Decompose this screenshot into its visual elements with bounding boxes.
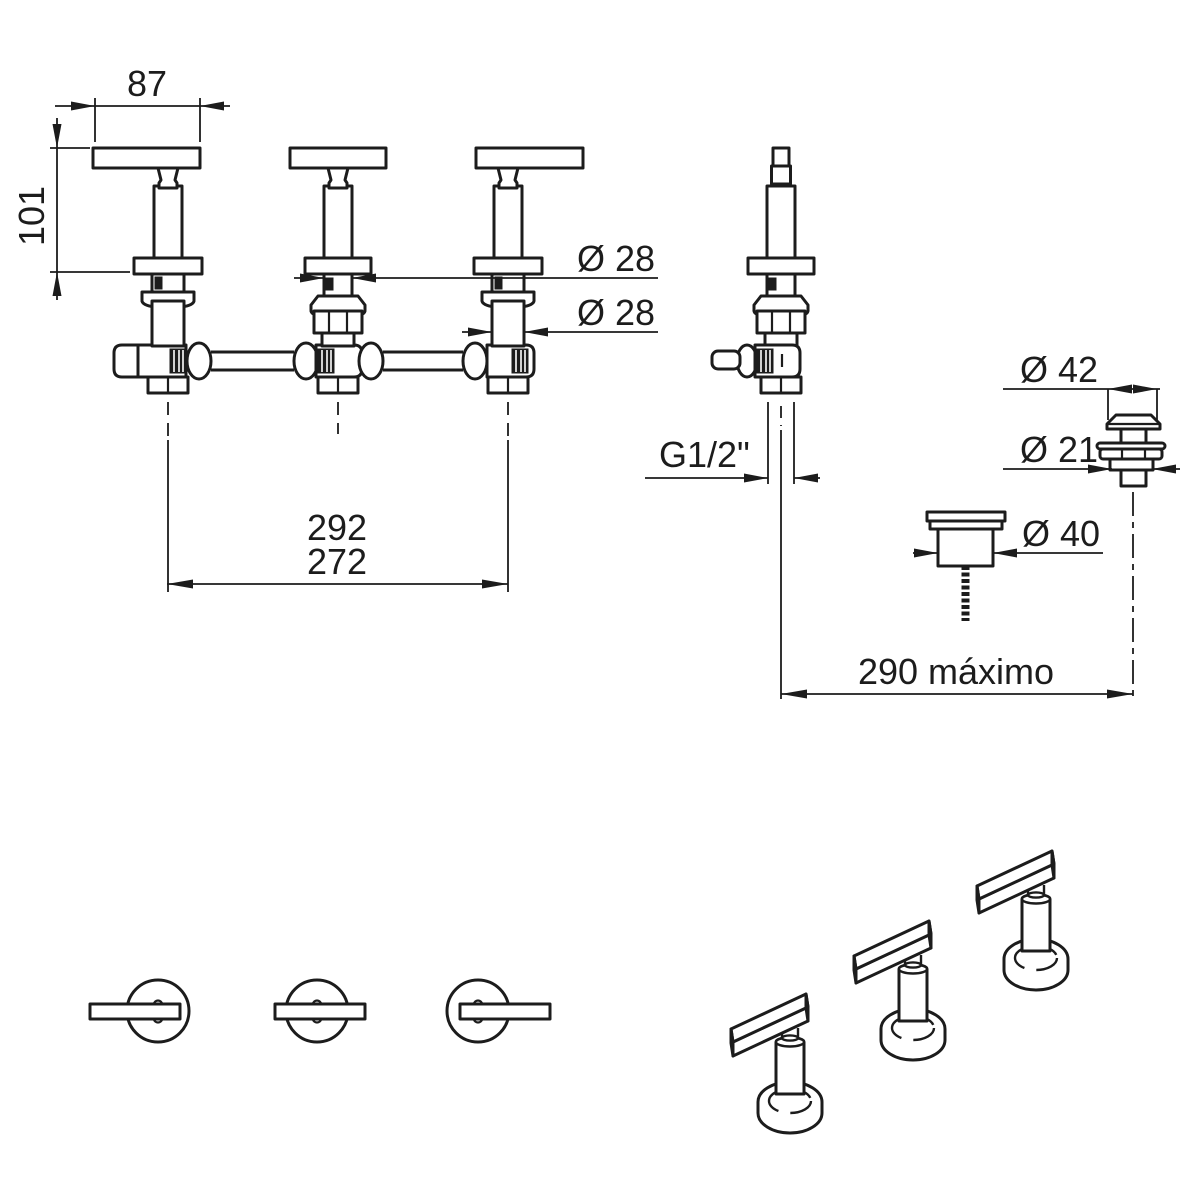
top-view-handle-centre [273, 978, 367, 1044]
valve1-upper [132, 166, 204, 348]
dim-d28-stem-label: Ø 28 [577, 238, 655, 279]
dim-290-label: 290 máximo [858, 651, 1054, 692]
dim-d21: Ø 21 [1003, 429, 1180, 474]
spindle-collar [770, 164, 792, 186]
front-view-assembly [91, 146, 585, 436]
valve3-body [461, 341, 536, 381]
dim-d28-housing-label: Ø 28 [577, 292, 655, 333]
coupling [357, 341, 385, 381]
valve2-lever-bar [288, 146, 388, 170]
dim-292-label: 292 [307, 507, 367, 548]
dim-g12: G1/2" [645, 402, 820, 484]
iso-handle-2 [852, 919, 947, 1062]
side-valve-body [710, 343, 802, 379]
dim-d42: Ø 42 [1003, 349, 1160, 420]
valve1-body [112, 341, 213, 381]
waste-fitting [1095, 413, 1167, 699]
dim-d42-label: Ø 42 [1020, 349, 1098, 390]
dim-g12-label: G1/2" [659, 434, 750, 475]
dim-87-label: 87 [127, 63, 167, 104]
isometric-handles [729, 849, 1070, 1135]
dim-272-label: 272 [307, 541, 367, 582]
valve3-nut [486, 375, 530, 395]
spindle-tip [771, 146, 791, 169]
valve3-upper [472, 166, 544, 348]
valve1-nut [146, 375, 190, 395]
dim-d40-label: Ø 40 [1022, 513, 1100, 554]
dim-d40: Ø 40 [913, 513, 1103, 558]
valve3-lever-bar [474, 146, 585, 170]
top-view-handle-left [88, 978, 191, 1044]
valve2-upper [303, 166, 373, 348]
connecting-pipes [211, 350, 463, 372]
side-view-valve [710, 146, 816, 699]
iso-handle-3 [975, 849, 1070, 992]
dim-87: 87 [55, 63, 230, 142]
coupling [292, 341, 320, 381]
dim-290: 290 máximo [781, 651, 1133, 699]
top-view-handle-right [445, 978, 552, 1044]
coupling [185, 341, 213, 381]
dim-d21-label: Ø 21 [1020, 429, 1098, 470]
valve2-body [292, 341, 385, 381]
valve2-nut [316, 375, 360, 395]
coupling [461, 341, 489, 381]
dim-d28-stem: Ø 28 [294, 238, 658, 283]
popup-plug [925, 510, 1007, 621]
valve1-lever-bar [91, 146, 202, 170]
dim-101-label: 101 [11, 186, 52, 246]
dimensions: 87 101 Ø 28 Ø 28 292 2 [11, 63, 1180, 699]
side-valve-nut [759, 375, 803, 395]
dim-d28-housing: Ø 28 [462, 292, 658, 337]
dim-101: 101 [11, 118, 130, 300]
dim-292-272: 292 272 [167, 440, 509, 592]
iso-handle-1 [729, 992, 824, 1135]
centrelines [167, 402, 509, 436]
top-view-handles [88, 978, 552, 1044]
